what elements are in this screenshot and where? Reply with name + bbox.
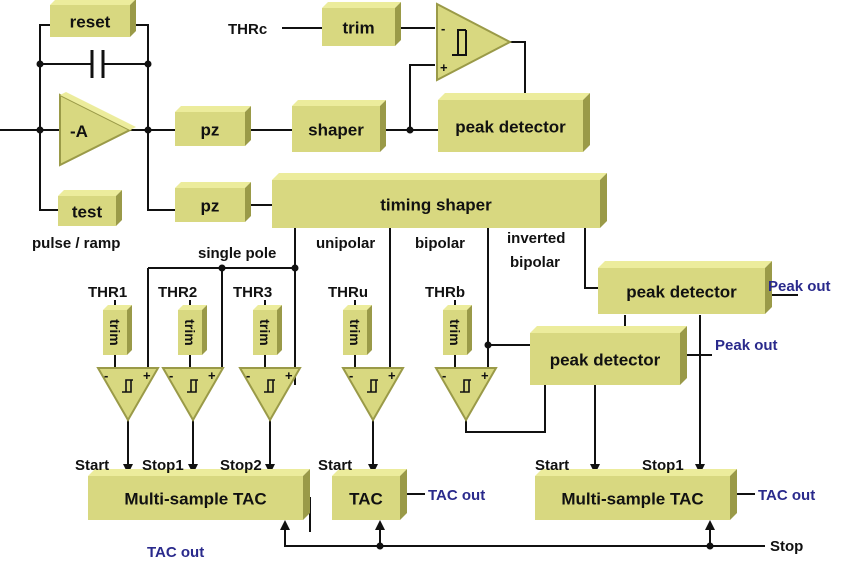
peak-out-2-label: Peak out <box>715 337 778 354</box>
trim-1-label: trim <box>107 319 123 345</box>
amplifier-label: -A <box>70 122 88 141</box>
multi-sample-tac-left-block: Multi-sample TAC <box>88 469 310 520</box>
top-comparator: - + <box>436 2 513 82</box>
comparators: -+-+-+-+-+ <box>96 367 498 423</box>
multi-sample-tac-right-label: Multi-sample TAC <box>561 490 703 509</box>
stop-label: Stop <box>770 538 803 555</box>
comparator-1: -+ <box>96 367 160 423</box>
shaper-block: shaper <box>292 100 386 152</box>
stop1-left-label: Stop1 <box>142 457 184 474</box>
thrb-label: THRb <box>425 284 465 301</box>
test-block: test <box>58 190 122 226</box>
pz-top-label: pz <box>201 121 220 140</box>
reset-block: reset <box>50 0 136 37</box>
comparator-1-minus: - <box>104 368 108 383</box>
unipolar-label: unipolar <box>316 235 375 252</box>
tac-mid-block: TAC <box>332 469 407 520</box>
inverted-label: inverted <box>507 230 565 247</box>
tac-mid-label: TAC <box>349 490 383 509</box>
start-mid-label: Start <box>318 457 352 474</box>
peak-detector-right-1-label: peak detector <box>626 283 737 302</box>
timing-shaper-block: timing shaper <box>272 173 607 228</box>
trim-2-label: trim <box>182 319 198 345</box>
trim-2-block: trim <box>178 305 207 355</box>
pulse-ramp-label: pulse / ramp <box>32 235 120 252</box>
comparator-u-plus: + <box>388 368 396 383</box>
test-label: test <box>72 203 103 222</box>
start-left-label: Start <box>75 457 109 474</box>
pz-bottom-block: pz <box>175 182 251 222</box>
trim-1-block: trim <box>103 305 132 355</box>
comparator-2-plus: + <box>208 368 216 383</box>
shaper-label: shaper <box>308 121 364 140</box>
peak-detector-right-1-block: peak detector <box>598 261 772 314</box>
thr3-label: THR3 <box>233 284 272 301</box>
trim-u-label: trim <box>347 319 363 345</box>
stop2-left-label: Stop2 <box>220 457 262 474</box>
comparator-3-plus: + <box>285 368 293 383</box>
comparator-b-plus: + <box>481 368 489 383</box>
trim-3-label: trim <box>257 319 273 345</box>
bipolar-label: bipolar <box>415 235 465 252</box>
comparator-2: -+ <box>161 367 225 423</box>
tac-out-right-label: TAC out <box>758 487 815 504</box>
inverted-bipolar-label: bipolar <box>510 254 560 271</box>
labels: THRc pulse / ramp single pole unipolar b… <box>32 21 831 561</box>
trim-u-block: trim <box>343 305 372 355</box>
multi-sample-tac-right-block: Multi-sample TAC <box>535 469 737 520</box>
top-comparator-plus: + <box>440 60 448 75</box>
peak-detector-top-label: peak detector <box>455 118 566 137</box>
trim-top-label: trim <box>342 19 374 38</box>
stop1-right-label: Stop1 <box>642 457 684 474</box>
comparator-u-minus: - <box>349 368 353 383</box>
thr1-label: THR1 <box>88 284 127 301</box>
pz-top-block: pz <box>175 106 251 146</box>
single-pole-label: single pole <box>198 245 276 262</box>
comparator-3-minus: - <box>246 368 250 383</box>
start-right-label: Start <box>535 457 569 474</box>
tac-out-mid-label: TAC out <box>428 487 485 504</box>
peak-detector-top-block: peak detector <box>438 93 590 152</box>
comparator-3: -+ <box>238 367 302 423</box>
comparator-b: -+ <box>434 367 498 423</box>
peak-detector-right-2-label: peak detector <box>550 351 661 370</box>
pz-bottom-label: pz <box>201 197 220 216</box>
trim-b-label: trim <box>447 319 463 345</box>
trim-3-block: trim <box>253 305 282 355</box>
junction-dots <box>36 60 714 550</box>
comparator-u: -+ <box>341 367 405 423</box>
peak-out-1-label: Peak out <box>768 278 831 295</box>
comparator-1-plus: + <box>143 368 151 383</box>
thrc-label: THRc <box>228 21 267 38</box>
comparator-b-minus: - <box>442 368 446 383</box>
timing-shaper-label: timing shaper <box>380 196 492 215</box>
trim-top-block: trim <box>322 2 401 46</box>
comparator-2-minus: - <box>169 368 173 383</box>
multi-sample-tac-left-label: Multi-sample TAC <box>124 490 266 509</box>
top-comparator-minus: - <box>441 21 445 36</box>
reset-label: reset <box>70 13 111 32</box>
tac-out-left-label: TAC out <box>147 544 204 561</box>
trim-b-block: trim <box>443 305 472 355</box>
peak-detector-right-2-block: peak detector <box>530 326 687 385</box>
thru-label: THRu <box>328 284 368 301</box>
amplifier: -A <box>59 92 136 167</box>
thr2-label: THR2 <box>158 284 197 301</box>
